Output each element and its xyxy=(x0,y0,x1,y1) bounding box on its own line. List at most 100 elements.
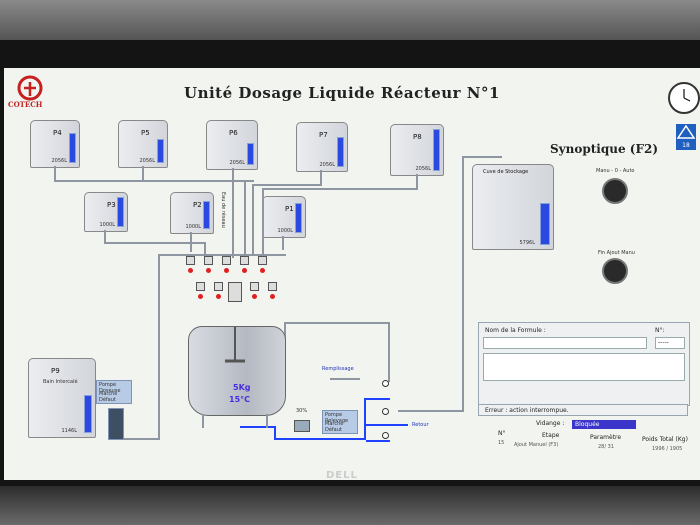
pump-motor[interactable] xyxy=(294,420,310,432)
pump-defaut: Défaut xyxy=(99,397,116,403)
tank-capacity: 1000L xyxy=(277,228,293,234)
outlet-label: Remplissage xyxy=(322,366,354,372)
etape-value: Ajout Manuel (F3) xyxy=(514,442,559,448)
formula-num-label: N°: xyxy=(655,327,665,334)
warning-icon[interactable]: 18 xyxy=(676,124,696,150)
tank-p5[interactable]: P5 2056L xyxy=(118,120,168,168)
reactor-leg xyxy=(266,414,268,428)
pipe xyxy=(462,156,502,158)
valve[interactable] xyxy=(186,256,195,265)
formula-number-value: ----- xyxy=(658,339,669,346)
valve[interactable] xyxy=(196,282,205,291)
formula-title: Nom de la Formule : xyxy=(485,327,546,334)
storage-capacity: 5796L xyxy=(519,240,535,246)
pipe xyxy=(416,174,418,188)
valve[interactable] xyxy=(240,256,249,265)
tank-p3[interactable]: P3 1000L xyxy=(84,192,128,232)
tank-p8[interactable]: P8 2056L xyxy=(390,124,444,176)
status-led xyxy=(206,268,211,273)
tank-label: P8 xyxy=(413,133,422,141)
storage-label: Cuve de Stockage xyxy=(483,169,529,175)
tank-capacity: 1000L xyxy=(185,224,201,230)
valve[interactable] xyxy=(222,256,231,265)
pipe xyxy=(320,170,322,184)
tank-p6[interactable]: P6 2056L xyxy=(206,120,258,170)
pipe xyxy=(282,236,284,250)
tank-level xyxy=(84,395,92,433)
tank-p2[interactable]: P2 1000L xyxy=(170,192,214,234)
pipe xyxy=(254,184,322,186)
synoptique-label[interactable]: Synoptique (F2) xyxy=(550,142,659,156)
tank-label: P1 xyxy=(285,205,294,213)
pipe-active xyxy=(274,438,366,440)
pipe xyxy=(158,254,160,440)
tank-capacity: 2056L xyxy=(229,160,245,166)
pipe xyxy=(262,188,264,254)
pipe xyxy=(142,166,144,180)
pipe xyxy=(388,322,390,382)
valve[interactable] xyxy=(214,282,223,291)
tank-p1[interactable]: P1 1000L xyxy=(262,196,306,238)
reactor-vessel[interactable]: 5Kg 15°C xyxy=(188,326,286,416)
status-led xyxy=(382,408,389,415)
valve[interactable] xyxy=(250,282,259,291)
param-label: Paramètre xyxy=(590,434,622,441)
formula-name-input[interactable] xyxy=(483,337,647,349)
pipe-active xyxy=(240,426,276,428)
pipe xyxy=(158,254,286,256)
pipe xyxy=(104,230,106,242)
pipe xyxy=(104,242,204,244)
poids-label: Poids Total (Kg) xyxy=(642,436,688,443)
pump-dosing-panel[interactable]: Pompe Doseuse Marche Défaut xyxy=(96,380,132,404)
vidange-select[interactable]: Bloquée xyxy=(572,420,636,429)
mode-selector-knob[interactable] xyxy=(602,178,628,204)
formula-form: Nom de la Formule : N°: ----- xyxy=(478,322,690,406)
reactor-leg xyxy=(202,414,204,428)
tank-level xyxy=(337,137,344,167)
status-led xyxy=(382,380,389,387)
pipe xyxy=(462,156,464,412)
tank-p9[interactable]: P9 Bain Intercalé 1146L xyxy=(28,358,96,438)
pump-percent: 30% xyxy=(296,408,308,414)
status-led xyxy=(252,294,257,299)
page-title: Unité Dosage Liquide Réacteur N°1 xyxy=(184,84,500,102)
storage-tank[interactable]: Cuve de Stockage 5796L xyxy=(472,164,554,250)
param-value: 28/ 31 xyxy=(598,444,614,450)
pipe xyxy=(54,180,254,182)
tank-p7[interactable]: P7 2056L xyxy=(296,122,348,172)
pipe xyxy=(124,438,160,440)
pump-marche: Marche xyxy=(99,391,118,397)
knob-label: Manu - 0 - Auto xyxy=(596,168,635,174)
status-message: Erreur : action interrompue. xyxy=(478,404,688,416)
valve[interactable] xyxy=(258,256,267,265)
manual-end-knob[interactable] xyxy=(602,258,628,284)
monitor-brand: DELL xyxy=(326,470,358,481)
pump-unit[interactable] xyxy=(108,408,124,440)
pipe-active xyxy=(366,440,390,442)
valve[interactable] xyxy=(204,256,213,265)
tank-capacity: 2056L xyxy=(139,158,155,164)
pipe-label: Eau de réseau xyxy=(220,192,226,228)
tank-capacity: 2056L xyxy=(415,166,431,172)
formula-list[interactable] xyxy=(483,353,685,381)
tank-capacity: 1000L xyxy=(99,222,115,228)
tank-level xyxy=(117,197,124,227)
pipe xyxy=(54,166,56,180)
status-led xyxy=(198,294,203,299)
formula-number-input[interactable]: ----- xyxy=(655,337,685,349)
tank-label: P9 xyxy=(51,367,60,375)
valve[interactable] xyxy=(268,282,277,291)
etape-label: Etape xyxy=(542,432,560,439)
pipe-active xyxy=(274,426,276,438)
agitator-icon xyxy=(225,327,245,363)
pipe xyxy=(204,242,206,254)
pump-marche: Marche xyxy=(325,421,344,427)
filter-unit[interactable] xyxy=(228,282,242,302)
clock-icon xyxy=(668,82,700,114)
tank-p4[interactable]: P4 2056L xyxy=(30,120,80,168)
pipe xyxy=(244,180,246,254)
pump-relevage-panel[interactable]: Pompe Relevage Marche Défaut xyxy=(322,410,358,434)
pipe-active xyxy=(364,424,408,426)
logo-text: COTECH xyxy=(8,100,43,109)
tank-capacity: 2056L xyxy=(319,162,335,168)
